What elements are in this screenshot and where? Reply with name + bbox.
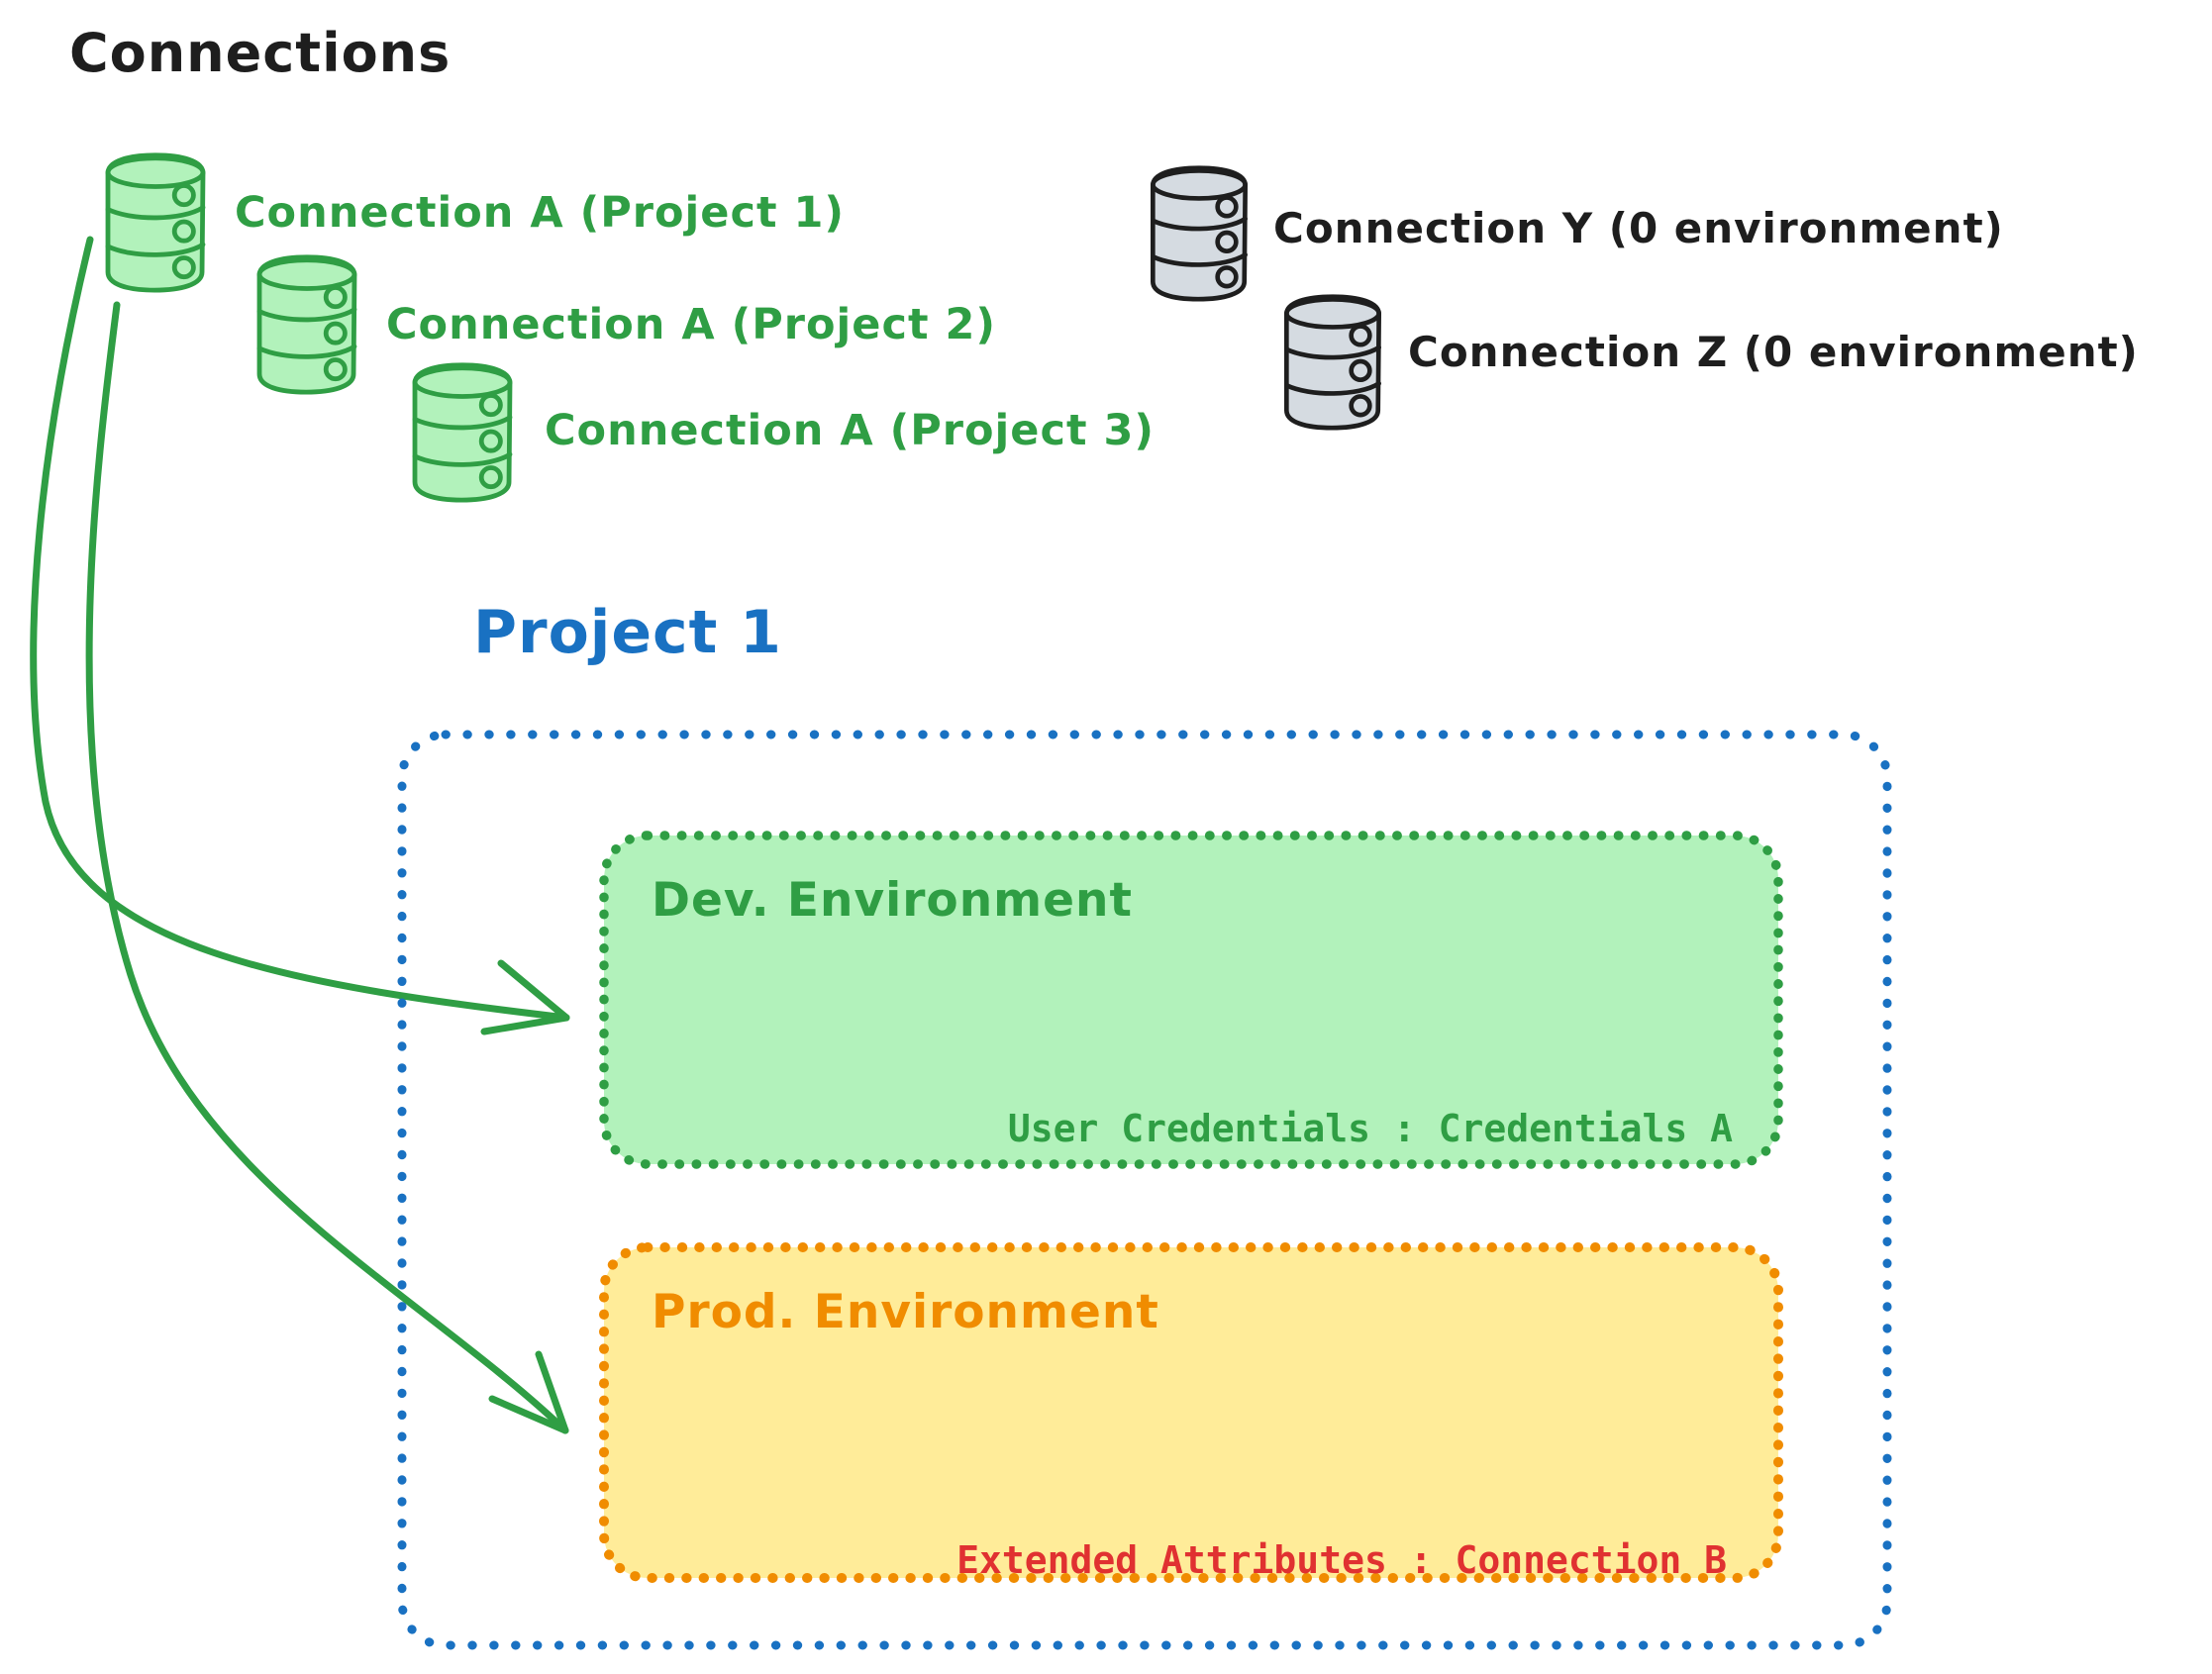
connection-a-project-2-label: Connection A (Project 2)	[386, 300, 997, 349]
prod-environment-box: Prod. Environment Extended Attributes : …	[598, 1241, 1784, 1584]
page-title: Connections	[69, 22, 452, 84]
connection-y-label: Connection Y (0 environment)	[1273, 204, 2004, 252]
prod-environment-title: Prod. Environment	[652, 1285, 1159, 1339]
dev-credential-mapping: User Credentials : Credentials A	[1007, 1107, 1733, 1150]
database-icon-connection-z	[1284, 294, 1381, 431]
prod-mapping-line-1: Extended Attributes : Connection B	[956, 1538, 1727, 1582]
database-icon-connection-a-2	[256, 254, 357, 395]
database-icon-connection-y	[1151, 165, 1248, 302]
database-icon-connection-a-1	[105, 152, 206, 293]
dev-environment-title: Dev. Environment	[652, 873, 1133, 928]
connection-a-project-1-label: Connection A (Project 1)	[235, 188, 846, 238]
project-1-title: Project 1	[473, 598, 782, 667]
prod-credential-mappings: Extended Attributes : Connection B Ext.A…	[934, 1441, 1727, 1674]
connection-z-label: Connection Z (0 environment)	[1408, 328, 2139, 376]
dev-environment-box: Dev. Environment User Credentials : Cred…	[598, 830, 1784, 1170]
database-icon-connection-a-3	[412, 362, 513, 503]
connection-a-project-3-label: Connection A (Project 3)	[545, 406, 1156, 455]
project-1-container	[396, 729, 1893, 1651]
